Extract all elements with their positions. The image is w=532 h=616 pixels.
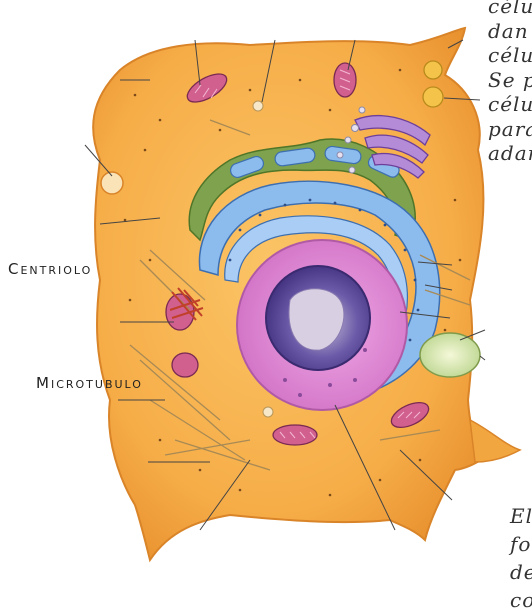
label-centriolo-rest: ENTRIOLO xyxy=(20,264,92,277)
side-text-line: célu xyxy=(488,43,532,68)
bottom-text-line: El xyxy=(510,504,532,532)
side-text-line: dan xyxy=(488,19,532,44)
side-text-line: Se p xyxy=(488,68,532,93)
vacuole xyxy=(420,333,480,377)
side-text-line: célu xyxy=(488,0,532,19)
bottom-text: El fo de co xyxy=(510,504,532,616)
bottom-text-line: fo xyxy=(510,532,532,560)
cell-extension xyxy=(470,420,520,462)
label-microtubulo: MICROTUBULO xyxy=(36,374,143,392)
label-centriolo-initial: C xyxy=(8,260,20,278)
label-microtubulo-initial: M xyxy=(36,374,51,392)
label-centriolo: CENTRIOLO xyxy=(8,260,92,278)
label-microtubulo-rest: ICROTUBULO xyxy=(51,378,143,391)
side-text-line: célu xyxy=(488,92,532,117)
side-text-line: adar xyxy=(488,141,532,166)
bottom-text-line: de xyxy=(510,560,532,588)
